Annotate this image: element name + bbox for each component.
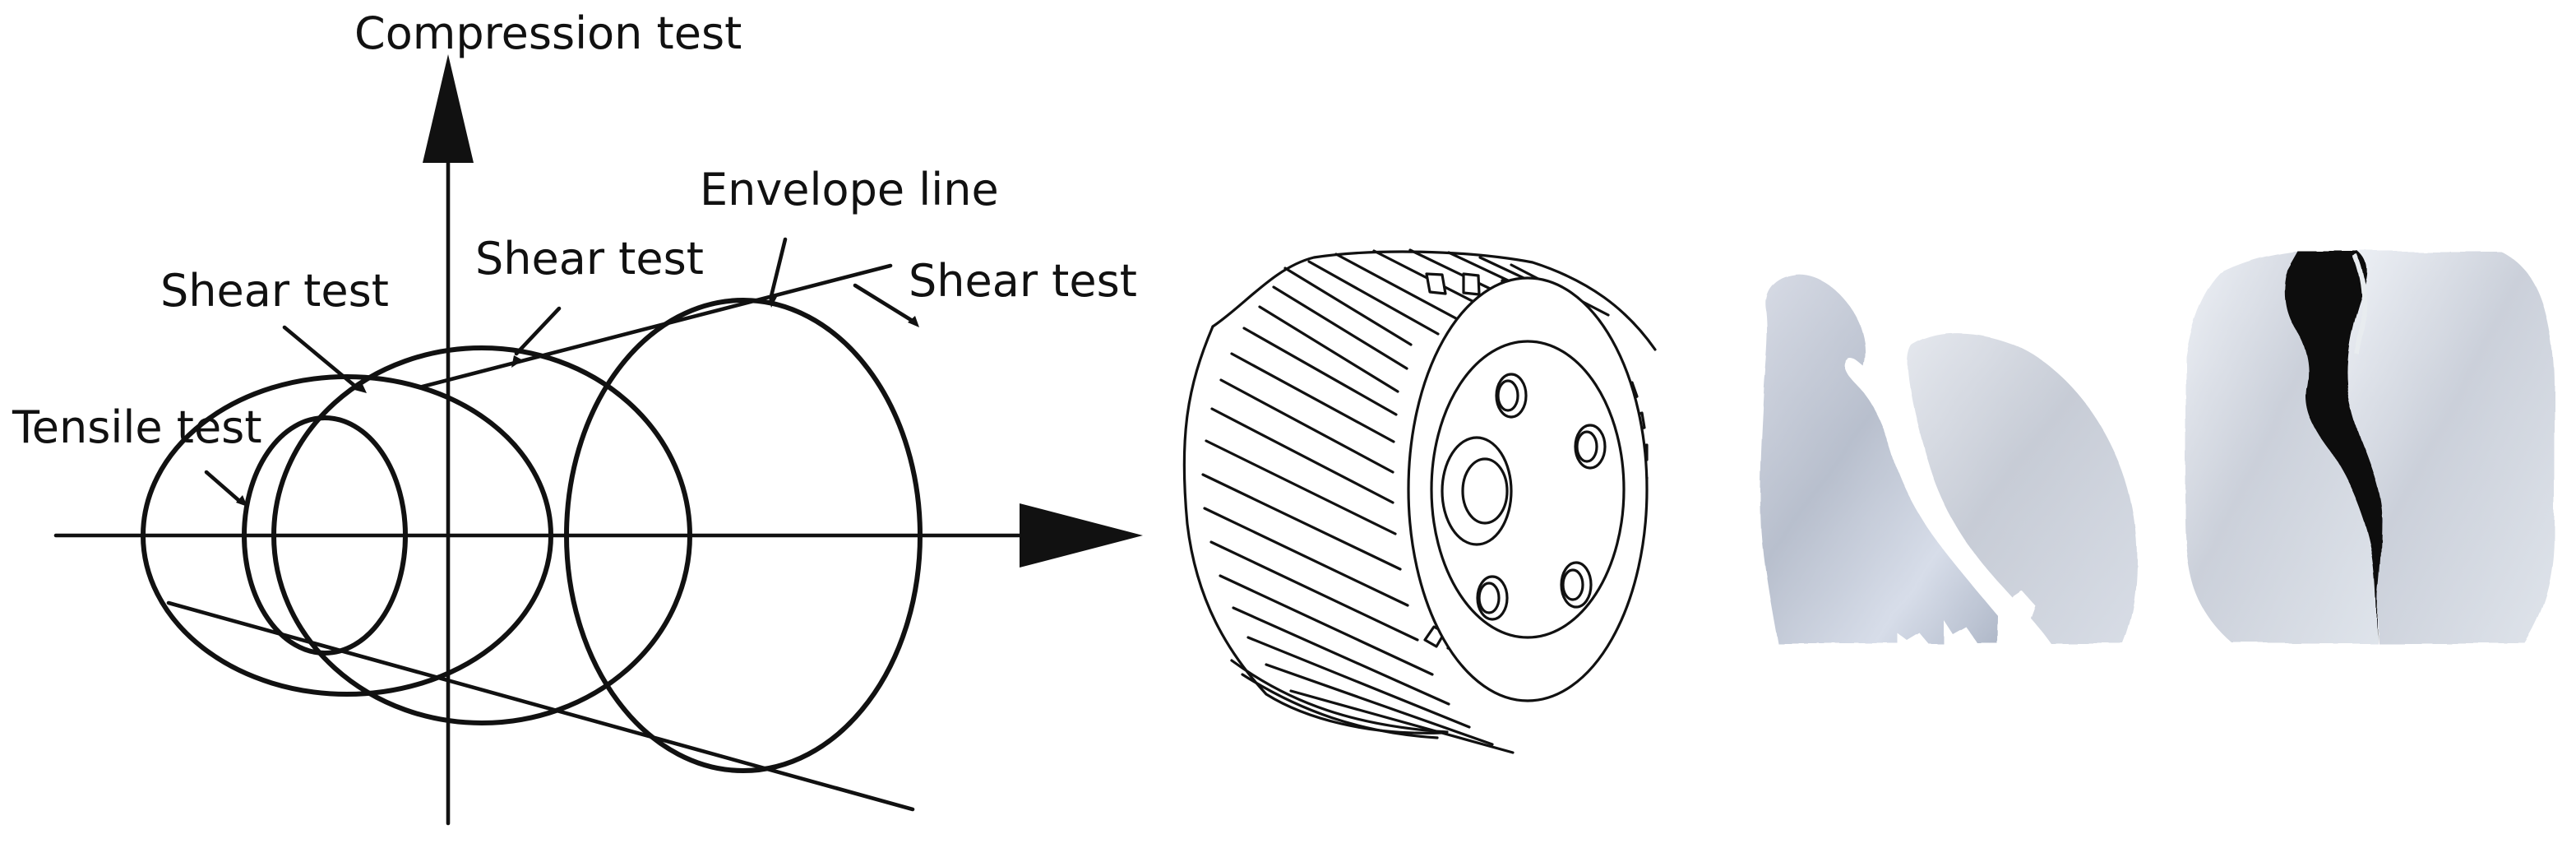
leader-lines	[204, 237, 919, 507]
circles	[141, 298, 923, 773]
tensile-circle	[242, 415, 408, 656]
y-axis	[423, 54, 474, 826]
envelope-line-label: Envelope line	[700, 164, 999, 215]
fractured-specimen-panel-1	[1760, 274, 2137, 643]
bolt-holes	[1476, 373, 1607, 621]
hub-inner	[1461, 457, 1509, 525]
shear-test-label-left: Shear test	[160, 265, 389, 317]
shear-circle-medium	[271, 345, 692, 725]
shear-test-label-middle: Shear test	[475, 233, 704, 285]
compression-test-label: Compression test	[354, 7, 742, 59]
wheel-face-inner	[1430, 340, 1626, 639]
cutting-wheel-illustration	[1182, 248, 1657, 754]
tensile-test-label: Tensile test	[12, 401, 262, 453]
mohr-envelope-diagram: Compression test Envelope line Shear tes…	[12, 7, 1143, 826]
wheel-face-outer	[1407, 276, 1649, 702]
shear-circle-small	[141, 374, 553, 697]
shear-test-label-right: Shear test	[909, 255, 1137, 307]
x-axis	[53, 503, 1143, 568]
fractured-specimen-panel-2	[2185, 251, 2555, 643]
shear-circle-large	[564, 298, 923, 773]
hub-outer	[1441, 436, 1513, 546]
envelope-lines	[166, 263, 915, 812]
